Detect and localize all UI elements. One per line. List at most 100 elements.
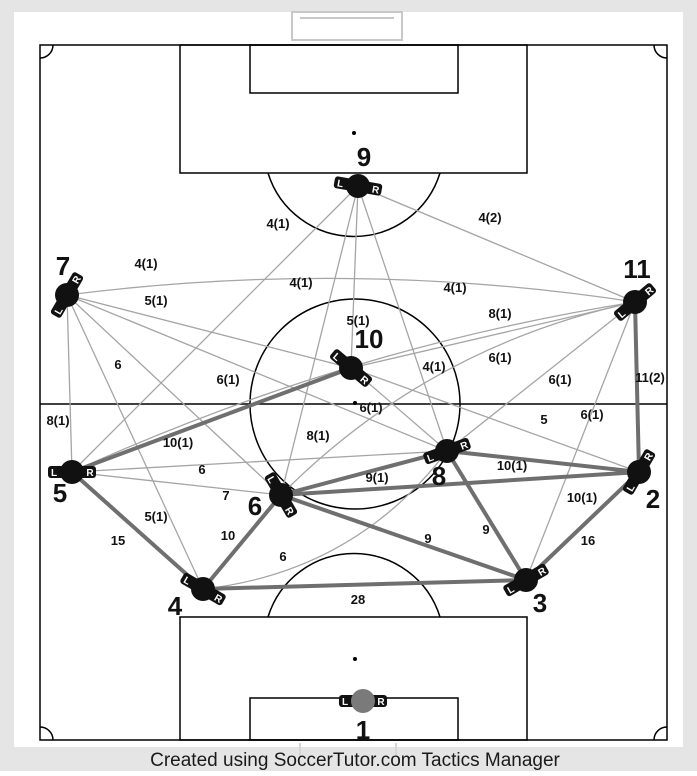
pass-label-7-4: 6 — [114, 357, 121, 372]
caption: Created using SoccerTutor.com Tactics Ma… — [150, 750, 560, 771]
player-token — [627, 460, 651, 484]
corner-arc-top-left — [39, 44, 54, 59]
pass-label-11-3: 6(1) — [548, 372, 571, 387]
left-foot-label: L — [625, 483, 638, 494]
player-number: 1 — [356, 715, 370, 745]
pass-line-7-8 — [66, 294, 448, 452]
player-number: 6 — [248, 491, 262, 521]
player-8[interactable]: LR8 — [422, 437, 472, 491]
pass-label-6-3: 9 — [424, 531, 431, 546]
pass-label-9-6: 4(1) — [289, 275, 312, 290]
pass-line-4-3 — [202, 578, 527, 591]
pass-label-9-11: 4(2) — [478, 210, 501, 225]
player-token — [269, 483, 293, 507]
pass-label-8-2: 10(1) — [497, 458, 527, 473]
left-foot-label: L — [426, 452, 436, 464]
left-foot-label: L — [616, 309, 628, 321]
right-foot-label: R — [459, 440, 470, 453]
player-number: 9 — [357, 142, 371, 172]
player-4[interactable]: LR4 — [168, 572, 227, 621]
pass-label-2-3: 6(1) — [580, 407, 603, 422]
corner-arc-bottom-right — [653, 726, 668, 741]
top-penalty-arc — [267, 172, 441, 238]
left-foot-label: L — [506, 584, 517, 597]
pass-label-5-6: 7 — [222, 488, 229, 503]
pass-line-5-4 — [70, 470, 205, 591]
pass-line-6-8 — [280, 449, 448, 497]
player-number: 7 — [56, 251, 70, 281]
player-token — [55, 283, 79, 307]
pass-label-11-2: 11(2) — [635, 370, 665, 385]
pass-label-4-6: 10 — [221, 528, 235, 543]
pass-label-7-6: 6(1) — [216, 372, 239, 387]
player-3[interactable]: LR3 — [502, 563, 550, 618]
pass-line-11-6 — [280, 301, 636, 496]
right-foot-label: R — [377, 697, 385, 708]
player-1[interactable]: L R1 — [339, 689, 387, 745]
pass-count-labels: 66(1)8(1)5(1)4(1)4(1)4(1)5(1)4(1)4(2)4(1… — [46, 210, 664, 607]
pass-label-7-10: 5(1) — [144, 293, 167, 308]
pass-label-6-2: 10(1) — [567, 490, 597, 505]
bottom-goal — [299, 743, 397, 756]
player-number: 3 — [533, 588, 547, 618]
left-foot-label: L — [264, 475, 277, 486]
pass-line-9-6 — [280, 185, 359, 496]
left-foot-label: L — [336, 178, 344, 190]
player-number: 10 — [355, 324, 384, 354]
player-2[interactable]: LR2 — [622, 448, 660, 514]
player-6[interactable]: LR6 — [248, 471, 298, 521]
pass-label-11-8: 6(1) — [488, 350, 511, 365]
player-number: 11 — [623, 254, 651, 284]
pass-label-4-8: 6 — [279, 549, 286, 564]
pass-label-11-10: 8(1) — [488, 306, 511, 321]
pass-label-5-8: 6 — [198, 462, 205, 477]
player-7[interactable]: LR7 — [50, 251, 85, 319]
pass-line-7-11 — [66, 277, 636, 303]
pass-line-7-10 — [66, 294, 352, 369]
pass-line-4-8 — [202, 450, 448, 590]
player-number: 4 — [168, 591, 183, 621]
pass-label-9-8: 4(1) — [422, 359, 445, 374]
pass-label-9-5: 4(1) — [266, 216, 289, 231]
player-number: 2 — [646, 484, 660, 514]
player-9[interactable]: LR9 — [333, 142, 383, 198]
pass-line-11-2 — [633, 301, 641, 473]
top-goal-box — [249, 44, 459, 94]
player-token — [351, 689, 375, 713]
pass-line-5-6 — [71, 471, 282, 496]
pass-line-3-2 — [524, 470, 641, 582]
player-token — [346, 174, 370, 198]
pass-line-9-8 — [357, 185, 448, 452]
left-foot-label: L — [181, 575, 192, 588]
pass-line-7-4 — [66, 294, 204, 590]
player-token — [191, 577, 215, 601]
pass-line-4-6 — [201, 493, 283, 591]
pass-label-11-6: 8(1) — [306, 428, 329, 443]
pass-line-8-3 — [445, 449, 528, 582]
player-token — [435, 439, 459, 463]
pass-line-5-8 — [71, 450, 448, 473]
pass-line-7-5 — [66, 294, 73, 473]
pitch-spots — [352, 131, 357, 661]
pitch-markings — [39, 44, 668, 741]
pass-line-9-11 — [357, 185, 636, 303]
pass-label-11-5: 4(1) — [443, 280, 466, 295]
pass-label-4-3: 28 — [351, 592, 365, 607]
pass-line-11-3 — [525, 301, 636, 581]
right-foot-label: R — [86, 468, 94, 479]
pass-line-8-2 — [446, 449, 640, 474]
pass-line-6-2 — [280, 470, 640, 497]
pass-line-9-10 — [350, 185, 359, 369]
pass-line-9-5 — [71, 185, 359, 473]
pass-line-11-8 — [446, 301, 636, 452]
player-number: 5 — [53, 478, 67, 508]
left-foot-label: L — [342, 697, 348, 708]
player-token — [60, 460, 84, 484]
pass-label-6-8: 9(1) — [365, 470, 388, 485]
corner-arc-top-right — [653, 44, 668, 59]
